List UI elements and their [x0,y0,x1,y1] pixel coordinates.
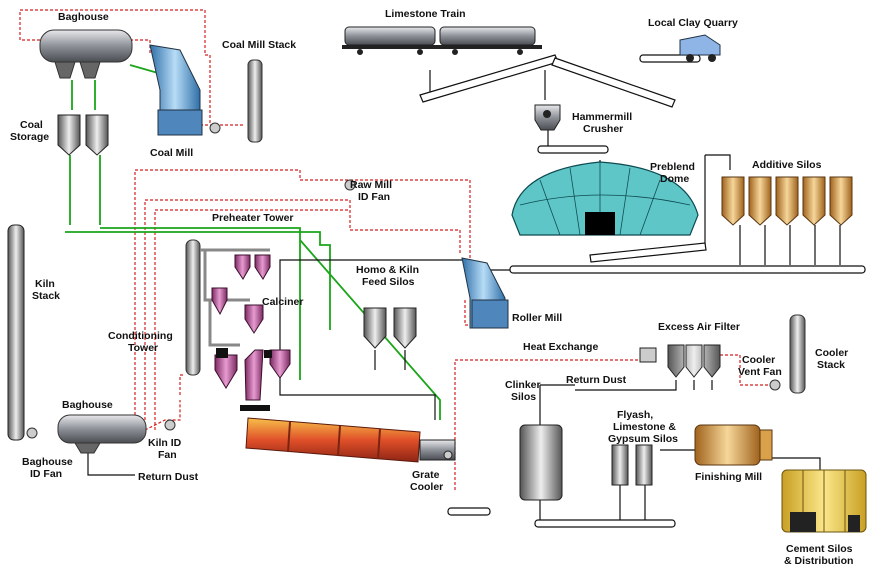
label-flyash-1: Flyash, [617,409,653,421]
label-finishing-mill: Finishing Mill [695,471,762,483]
label-roller-mill: Roller Mill [512,312,562,324]
label-raw-mill-fan-2: ID Fan [358,191,390,203]
excess-air-filter [575,344,721,391]
label-baghouse-fan-1: Baghouse [22,456,73,468]
label-raw-mill-fan-1: Raw Mill [350,179,392,191]
label-kiln-fan-2: Fan [158,449,177,461]
label-cooler-stack-1: Cooler [815,347,848,359]
label-baghouse-top: Baghouse [58,11,109,23]
rotary-kiln [245,417,421,463]
baghouse-top [39,29,133,79]
label-cooler-fan-2: Vent Fan [738,366,782,378]
roller-mill [461,257,509,329]
label-local-clay-quarry: Local Clay Quarry [648,17,738,29]
homo-kiln-feed-silos [363,307,417,349]
label-coal-storage-2: Storage [10,131,49,143]
label-grate-2: Cooler [410,481,443,493]
label-preheater-tower: Preheater Tower [212,212,294,224]
conveyors [419,54,866,528]
label-kiln-stack-1: Kiln [35,278,55,290]
limestone-train [342,26,542,55]
preblend-dome [511,161,699,236]
cement-silos [781,469,867,533]
gas-flow-lines [19,9,770,490]
coal-mill-stack [247,59,263,143]
label-kiln-fan-1: Kiln ID [148,437,182,449]
label-preblend-2: Dome [660,173,689,185]
conditioning-tower [185,239,201,376]
label-homo-1: Homo & Kiln [356,264,419,276]
label-cooler-stack-2: Stack [817,359,845,371]
finishing-mill [694,424,773,466]
labels: Baghouse Coal Mill Stack Limestone Train… [10,8,853,567]
label-baghouse-bottom: Baghouse [62,399,113,411]
label-clinker-2: Silos [511,391,536,403]
label-coal-mill-stack: Coal Mill Stack [222,39,296,51]
cooler-stack [789,314,806,394]
preheater-tower-cyclones [200,248,291,411]
kiln-id-fan-icon [164,419,176,431]
hammermill-crusher [534,104,561,131]
raw-mill-id-fan-icon [344,179,356,191]
label-cement-1: Cement Silos [786,543,853,555]
coal-flow-lines [65,64,441,420]
label-heat-exchange: Heat Exchange [523,341,598,353]
grate-cooler [419,439,456,461]
label-return-dust-left: Return Dust [138,471,199,483]
label-excess-air-filter: Excess Air Filter [658,321,740,333]
label-conditioning-2: Tower [128,342,158,354]
label-calciner: Calciner [262,296,303,308]
baghouse-bottom [57,414,147,454]
material-flow-lines [87,70,841,520]
clay-quarry-truck [679,34,721,62]
label-cooler-fan-1: Cooler [742,354,775,366]
label-conditioning-1: Conditioning [108,330,173,342]
additive-silos [721,176,853,226]
label-grate-1: Grate [412,469,440,481]
coal-storage-silos [57,114,109,156]
label-coal-storage-1: Coal [20,119,43,131]
label-homo-2: Feed Silos [362,276,415,288]
label-coal-mill: Coal Mill [150,147,193,159]
label-hammermill-2: Crusher [583,123,623,135]
label-cement-2: & Distribution [784,555,853,567]
clinker-silo [519,424,563,501]
label-baghouse-fan-2: ID Fan [30,468,62,480]
cooler-vent-fan-icon [769,379,781,391]
label-return-dust-right: Return Dust [566,374,627,386]
flyash-limestone-gypsum-silos [611,444,653,486]
kiln-stack [7,224,25,441]
label-flyash-2: Limestone & [613,421,676,433]
label-preblend-1: Preblend [650,161,695,173]
label-hammermill-1: Hammermill [572,111,632,123]
label-flyash-3: Gypsum Silos [608,433,678,445]
label-additive-silos: Additive Silos [752,159,822,171]
coal-mill [149,44,203,136]
baghouse-id-fan-icon [26,427,38,439]
coal-mill-fan-icon [209,122,221,134]
label-kiln-stack-2: Stack [32,290,60,302]
label-clinker-1: Clinker [505,379,541,391]
label-limestone-train: Limestone Train [385,8,466,20]
